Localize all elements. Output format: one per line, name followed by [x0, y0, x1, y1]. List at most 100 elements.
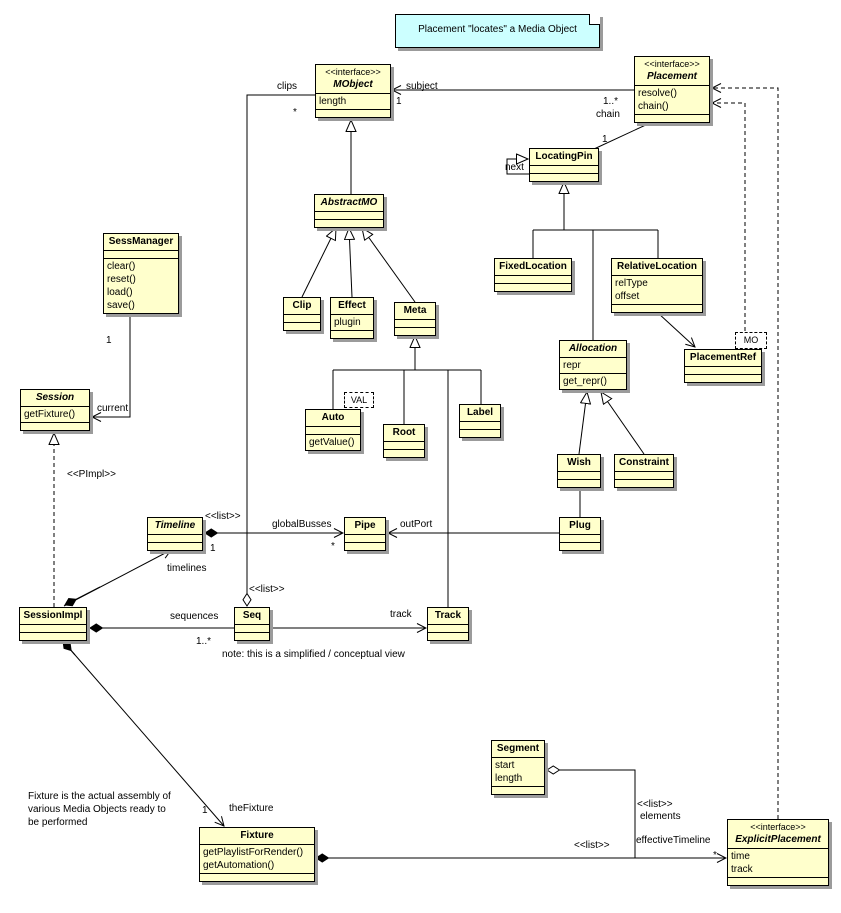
class-name: Seq [242, 610, 262, 621]
edge-timelines-diamond [65, 586, 101, 605]
class-header: Timeline [148, 518, 202, 534]
class-name: Clip [292, 300, 312, 311]
operation: load() [107, 287, 133, 298]
class-name: Placement [646, 71, 698, 82]
attributes-compartment [20, 624, 86, 632]
class-header: Effect [331, 298, 373, 314]
class-name: SessionImpl [23, 610, 83, 621]
class-name: Auto [321, 412, 345, 423]
operations-compartment [384, 449, 424, 457]
class-plug: Plug [559, 517, 601, 551]
operations-compartment: get_repr() [560, 373, 626, 389]
label-sequences: sequences [170, 611, 219, 622]
class-name: FixedLocation [499, 261, 567, 272]
label-pimpl-stereotype: <<PImpl>> [67, 469, 116, 480]
class-seq: Seq [234, 607, 270, 641]
operation: clear() [107, 261, 136, 272]
class-sessionimpl: SessionImpl [19, 607, 87, 641]
operations-compartment [460, 429, 500, 437]
edge-placementref-placement [712, 103, 746, 331]
class-root: Root [383, 424, 425, 458]
operations-compartment: clear() reset() load() save() [104, 258, 178, 313]
class-name: AbstractMO [320, 197, 378, 208]
class-name: Wish [567, 457, 591, 468]
class-abstractmo: AbstractMO [314, 194, 384, 228]
class-name: Root [392, 427, 416, 438]
attributes-compartment [615, 471, 673, 479]
operations-compartment [615, 479, 673, 487]
operation: get_repr() [563, 376, 607, 387]
operations-compartment [148, 542, 202, 550]
operations-compartment: resolve() chain() [635, 85, 709, 114]
label-globalbusses: globalBusses [272, 519, 332, 530]
class-name: Timeline [154, 520, 196, 531]
attribute: offset [615, 291, 640, 302]
class-header: Constraint [615, 455, 673, 471]
label-subject: subject [406, 81, 438, 92]
label-mult-pipe: * [331, 541, 335, 552]
class-sessmanager: SessManager clear() reset() load() save(… [103, 233, 179, 314]
fixture-annotation: Fixture is the actual assembly of variou… [28, 791, 171, 828]
attributes-compartment [460, 421, 500, 429]
class-placementref: PlacementRef [684, 349, 762, 383]
label-list-seq: <<list>> [249, 584, 285, 595]
class-auto: Auto getValue() [305, 409, 361, 451]
operations-compartment: getFixture() [21, 406, 89, 422]
class-header: <<interface>> ExplicitPlacement [728, 820, 828, 848]
class-header: SessionImpl [20, 608, 86, 624]
val-template-tag: VAL [344, 392, 374, 408]
class-name: PlacementRef [689, 352, 757, 363]
class-session: Session getFixture() [20, 389, 90, 431]
class-label: Label [459, 404, 501, 438]
operations-compartment: getValue() [306, 434, 360, 450]
class-meta: Meta [394, 302, 436, 336]
operation: getValue() [309, 437, 355, 448]
operations-compartment: getPlaylistForRender() getAutomation() [200, 844, 314, 873]
label-track: track [390, 609, 412, 620]
note-fold-corner-icon [589, 14, 600, 25]
edge-clips [247, 94, 315, 606]
class-header: AbstractMO [315, 195, 383, 211]
class-name: Label [466, 407, 494, 418]
class-header: Allocation [560, 341, 626, 357]
label-current: current [97, 403, 129, 414]
edge-thefixture-diamond [63, 641, 76, 656]
class-explicitplacement: <<interface>> ExplicitPlacement time tra… [727, 819, 829, 886]
class-pipe: Pipe [344, 517, 386, 551]
label-thefixture: theFixture [229, 803, 274, 814]
operations-compartment [728, 877, 828, 885]
class-name: SessManager [108, 236, 174, 247]
class-header: Clip [284, 298, 320, 314]
operations-compartment [284, 322, 320, 330]
class-header: Wish [558, 455, 600, 471]
edge-gen-constraint-allocation [601, 392, 645, 455]
class-name: Constraint [619, 457, 669, 468]
edge-next-self-loop [506, 159, 529, 175]
operations-compartment [685, 374, 761, 382]
label-clips: clips [277, 81, 298, 92]
class-header: Pipe [345, 518, 385, 534]
attributes-compartment [306, 426, 360, 434]
attributes-compartment: repr [560, 357, 626, 373]
class-name: LocatingPin [535, 151, 593, 162]
class-clip: Clip [283, 297, 321, 331]
attributes-compartment [395, 319, 435, 327]
attributes-compartment: plugin [331, 314, 373, 330]
class-locatingpin: LocatingPin [529, 148, 599, 182]
attribute: length [319, 96, 347, 107]
attributes-compartment [104, 250, 178, 258]
operations-compartment [315, 219, 383, 227]
class-header: Label [460, 405, 500, 421]
class-name: Allocation [568, 343, 618, 354]
empty-compartment [21, 422, 89, 430]
attribute: time [731, 851, 750, 862]
label-chain: chain [596, 109, 620, 120]
class-name: Track [434, 610, 462, 621]
label-mult-clips: * [293, 107, 297, 118]
label-elements: elements [640, 811, 681, 822]
class-header: LocatingPin [530, 149, 598, 165]
attributes-compartment [284, 314, 320, 322]
operations-compartment [331, 330, 373, 338]
